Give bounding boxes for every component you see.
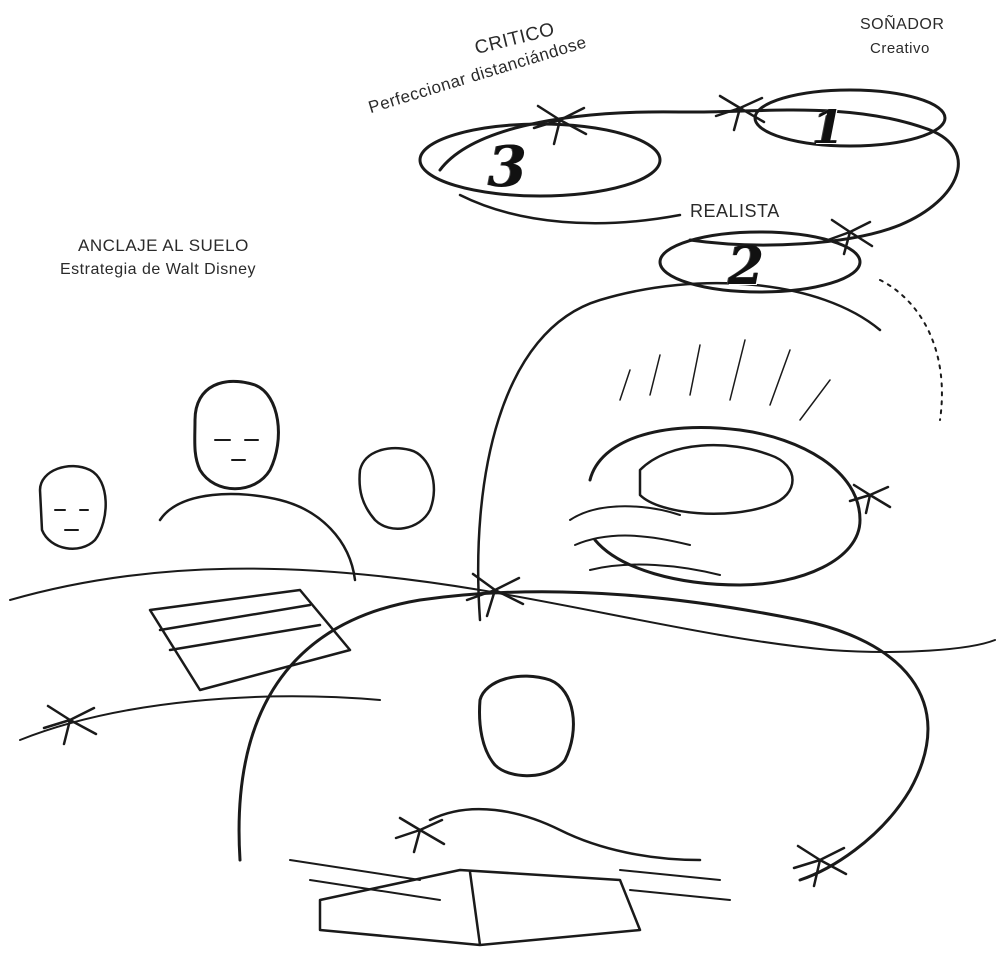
woman-face xyxy=(215,440,258,460)
position-number-1: 1 xyxy=(812,100,844,154)
realist-label: REALISTA xyxy=(690,201,780,222)
position-ellipse-1 xyxy=(755,90,945,146)
kid-left-face xyxy=(55,510,88,530)
woman-head xyxy=(195,381,279,488)
dreamer-subtitle: Creativo xyxy=(870,40,930,57)
sparkle-trail xyxy=(880,280,942,420)
title-line-1: ANCLAJE AL SUELO xyxy=(78,236,249,256)
position-number-2: 2 xyxy=(728,236,764,297)
title-line-2: Estrategia de Walt Disney xyxy=(60,261,256,279)
bottom-person-arms xyxy=(430,809,700,860)
dome-arc xyxy=(239,592,928,880)
kid-left-head xyxy=(40,466,106,549)
bottom-person-head xyxy=(480,676,574,776)
dreamer-label: SOÑADOR xyxy=(860,16,944,34)
bottom-leg-lines xyxy=(290,860,730,900)
bottom-book xyxy=(320,870,640,945)
grass xyxy=(620,340,830,420)
horizon-line xyxy=(10,569,995,652)
hand-fingers xyxy=(570,506,720,575)
kid-center-head xyxy=(360,448,434,529)
position-ellipse-3 xyxy=(420,124,660,196)
position-number-3: 3 xyxy=(488,134,527,200)
woman-body xyxy=(160,494,355,580)
rock xyxy=(640,445,793,514)
